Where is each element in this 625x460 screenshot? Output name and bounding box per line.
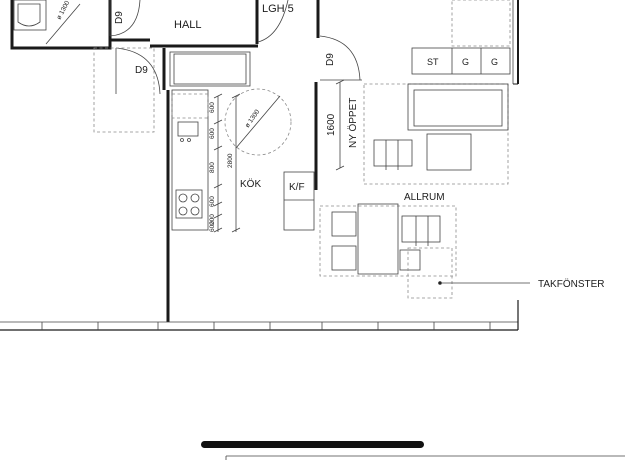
home-indicator[interactable] [201,441,424,448]
opening-dimension: 1600 NY ÖPPET [326,79,359,171]
dimension-2800: 2800 [227,153,234,168]
door-swing-icon [319,35,362,81]
dimension-600-c: 600 [209,196,216,207]
bathroom: ø 1300 D9 [13,0,141,45]
room-label-living: ALLRUM [404,192,445,203]
dimension-600-b: 600 [209,128,216,139]
room-label-apartment: LGH 5 [262,3,294,15]
door-swing-icon [257,0,289,43]
stove-icon [175,189,203,219]
door-label-d9-hall: D9 [135,65,148,76]
kitchen-counter [171,89,209,231]
kitchen: ø 1300 KÖK 600 600 800 600 200 600 2800 … [171,88,315,233]
door-label-d9-living: D9 [325,53,336,66]
opening-label: NY ÖPPET [347,98,359,148]
bath-turning-circle-label: ø 1300 [56,0,72,21]
appliance-label-kf: K/F [289,182,305,193]
door-swing-icon [115,47,161,95]
dining-clear-zone [319,205,457,277]
dimension-600-d: 600 [209,221,216,232]
room-label-hall: HALL [174,19,202,31]
shower-tray [13,0,47,31]
turning-circle [224,88,292,156]
wardrobe-label-g1: G [462,57,469,67]
sink-icon [177,121,199,137]
door-label-d9-bath: D9 [114,11,125,24]
armchair-icon [373,139,413,167]
kitchen-turning-circle-label: ø 1300 [244,108,262,129]
fridge-freezer [283,171,315,231]
chair-icon [331,245,357,271]
wardrobe-label-g2: G [491,57,498,67]
living-furniture: ALLRUM TAKFÖNSTER [319,83,604,299]
wardrobe-label-st: ST [427,57,439,67]
wardrobes: ST G G [411,0,511,75]
room-label-kitchen: KÖK [240,178,261,190]
skylight-outline [407,247,453,299]
door-swing-icon [109,0,141,37]
dimension-800: 800 [209,162,216,173]
window-mullions [41,322,491,330]
coffee-table [426,133,472,171]
dimension-chain: 600 600 800 600 200 600 2800 [209,93,241,233]
walls [0,0,519,331]
dimension-1600: 1600 [326,113,337,136]
sofa-icon [407,83,509,131]
chair-icon [401,215,441,243]
hall-wardrobe [169,51,251,87]
annotation-skylight: TAKFÖNSTER [538,278,604,290]
dining-table [357,203,399,275]
chair-icon [331,211,357,237]
hall-clear-zone [93,47,155,133]
dimension-200: 200 [209,214,216,225]
washbasin-icon [17,3,41,27]
dimension-600-a: 600 [209,102,216,113]
